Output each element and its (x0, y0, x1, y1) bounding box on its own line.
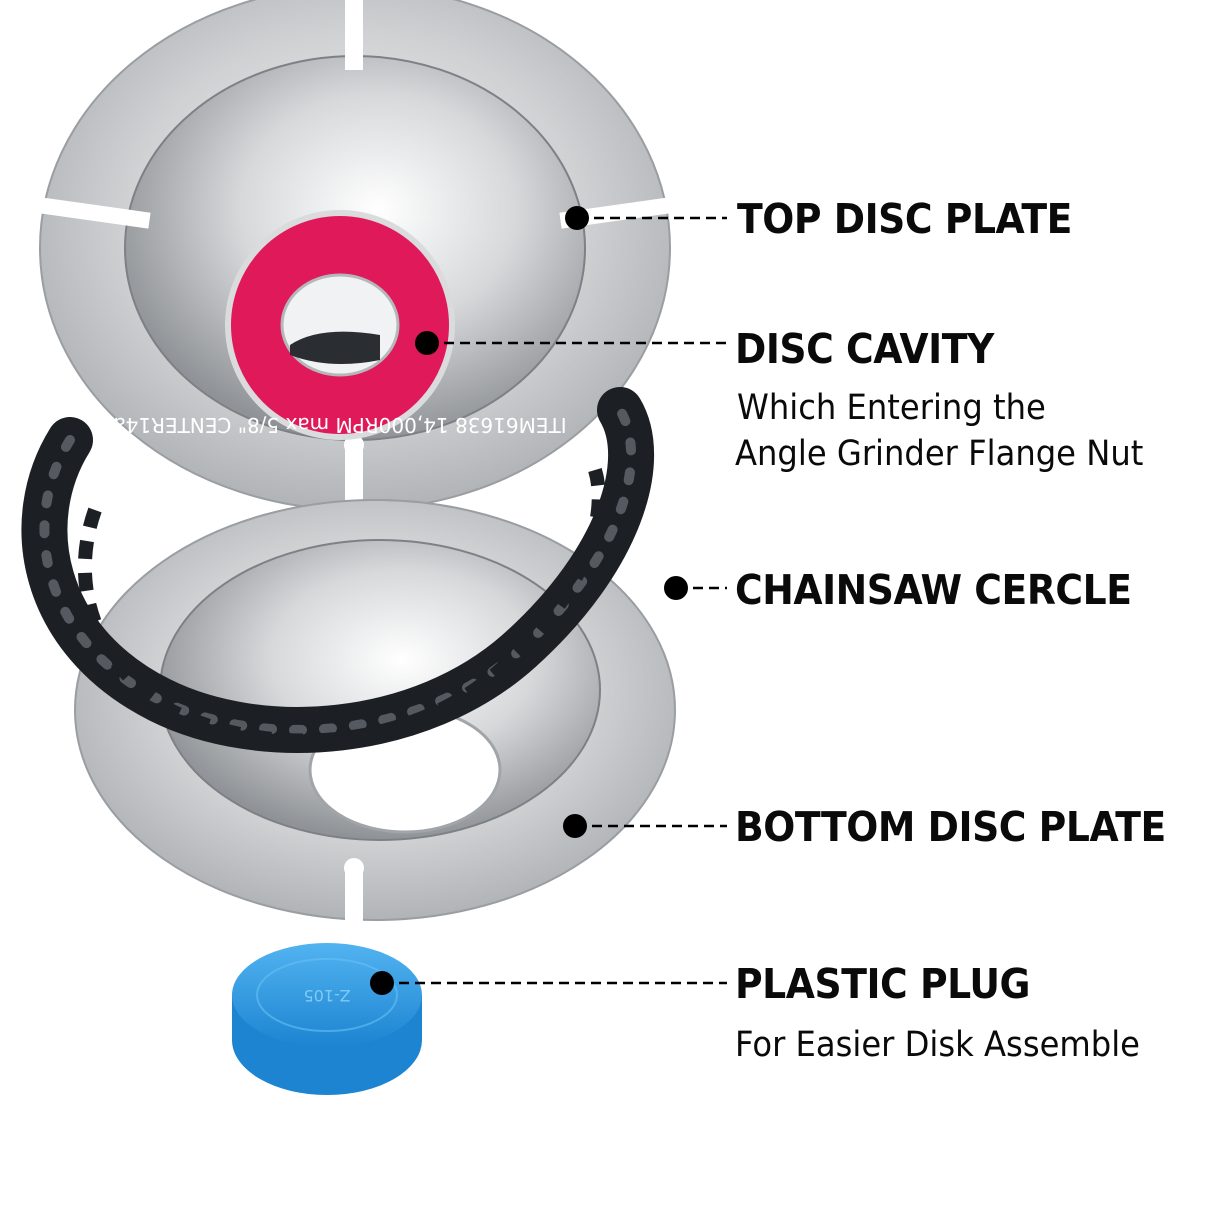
callout-desc-disc-cavity-2: Angle Grinder Flange Nut (735, 434, 1144, 474)
plastic-plug: Z-105 (232, 943, 422, 1095)
callout-title-plastic-plug: PLASTIC PLUG (735, 960, 1031, 1008)
callout-leaders (370, 206, 727, 995)
callout-title-bottom-disc-plate: BOTTOM DISC PLATE (735, 803, 1166, 851)
callout-title-disc-cavity: DISC CAVITY (735, 325, 994, 373)
leader-dot-disc-cavity (415, 331, 439, 355)
callout-title-top-disc-plate: TOP DISC PLATE (737, 195, 1072, 243)
svg-text:Z-105: Z-105 (304, 986, 351, 1005)
leader-dot-bottom-disc (563, 814, 587, 838)
svg-text:ITEM61638 14,000RPM max 5/8" C: ITEM61638 14,000RPM max 5/8" CENTER14a (113, 413, 566, 437)
leader-dot-top-disc (565, 206, 589, 230)
leader-dot-plug (370, 971, 394, 995)
top-disc-plate: ITEM61638 14,000RPM max 5/8" CENTER14a (39, 0, 671, 511)
chainsaw-chain (21, 387, 655, 753)
callout-desc-disc-cavity-1: Which Entering the (737, 388, 1046, 428)
callout-title-chainsaw-cercle: CHAINSAW CERCLE (735, 566, 1132, 614)
callout-desc-plastic-plug: For Easier Disk Assemble (735, 1025, 1140, 1065)
leader-dot-chain (664, 576, 688, 600)
